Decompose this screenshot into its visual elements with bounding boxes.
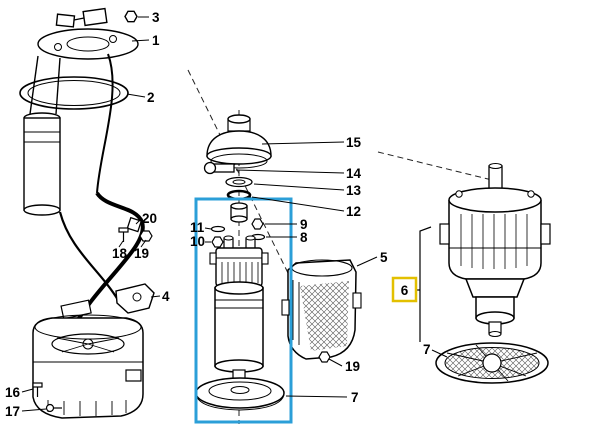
bracket-part4 (115, 283, 155, 314)
pump-housing-part5 (281, 259, 362, 360)
part-label-11[interactable]: 11 (190, 220, 205, 235)
connector-plug (82, 7, 108, 27)
part-label-7b[interactable]: 7 (423, 342, 431, 357)
leader-lines (21, 16, 448, 412)
part-label-6[interactable]: 6 (401, 283, 409, 298)
fitting-part14 (203, 161, 235, 175)
nut-part3 (124, 10, 138, 23)
nut-part19 (139, 230, 153, 242)
strainer-part7-center (195, 377, 285, 411)
washer-part13 (225, 176, 253, 188)
part-label-5[interactable]: 5 (380, 250, 388, 265)
fuel-level-sender (23, 7, 139, 216)
part-label-19b[interactable]: 19 (345, 359, 360, 374)
swirl-pot-housing (32, 299, 144, 419)
part-label-4[interactable]: 4 (162, 289, 170, 304)
screw-part17 (45, 403, 62, 413)
part-label-8[interactable]: 8 (300, 230, 308, 245)
part-label-7a[interactable]: 7 (351, 390, 359, 405)
nut-part19b (318, 351, 331, 363)
nut-part9 (251, 218, 264, 230)
part-label-14[interactable]: 14 (346, 166, 362, 181)
pump-highlight-box (194, 197, 293, 424)
washer-part11 (210, 225, 226, 233)
part-label-18[interactable]: 18 (112, 246, 128, 261)
float-bracket (60, 299, 92, 320)
callout-bracket-part6 (416, 226, 432, 342)
wiring-and-hose (58, 53, 145, 331)
strainer-part7-right (435, 342, 549, 384)
stud-part18 (118, 227, 129, 242)
rubber-mount (230, 202, 248, 223)
impeller-disc (51, 333, 125, 355)
part-label-13[interactable]: 13 (346, 183, 362, 198)
part-label-1[interactable]: 1 (152, 33, 160, 48)
hose-clamp-part20 (126, 216, 143, 233)
connector-plug-2 (55, 13, 76, 28)
part-label-12[interactable]: 12 (346, 204, 361, 219)
screw-part16 (32, 382, 43, 397)
gasket-ring-part2 (19, 76, 129, 110)
part-label-20[interactable]: 20 (142, 211, 157, 226)
part-label-2[interactable]: 2 (147, 90, 155, 105)
part-label-10[interactable]: 10 (190, 234, 205, 249)
part-label-3[interactable]: 3 (152, 10, 160, 25)
pump-cap-part15 (206, 114, 272, 169)
part-labels: 3 1 2 20 18 19 4 16 17 15 14 13 12 9 8 1… (5, 10, 431, 419)
part-label-19a[interactable]: 19 (134, 246, 149, 261)
fuel-pump-body (214, 281, 264, 380)
part-label-15[interactable]: 15 (346, 135, 362, 150)
part-label-9[interactable]: 9 (300, 217, 308, 232)
part-label-17[interactable]: 17 (5, 404, 20, 419)
selected-part-box (391, 276, 418, 303)
part-label-16[interactable]: 16 (5, 385, 21, 400)
nut-part10 (211, 236, 224, 248)
assembled-pump-module-part6 (439, 162, 551, 338)
